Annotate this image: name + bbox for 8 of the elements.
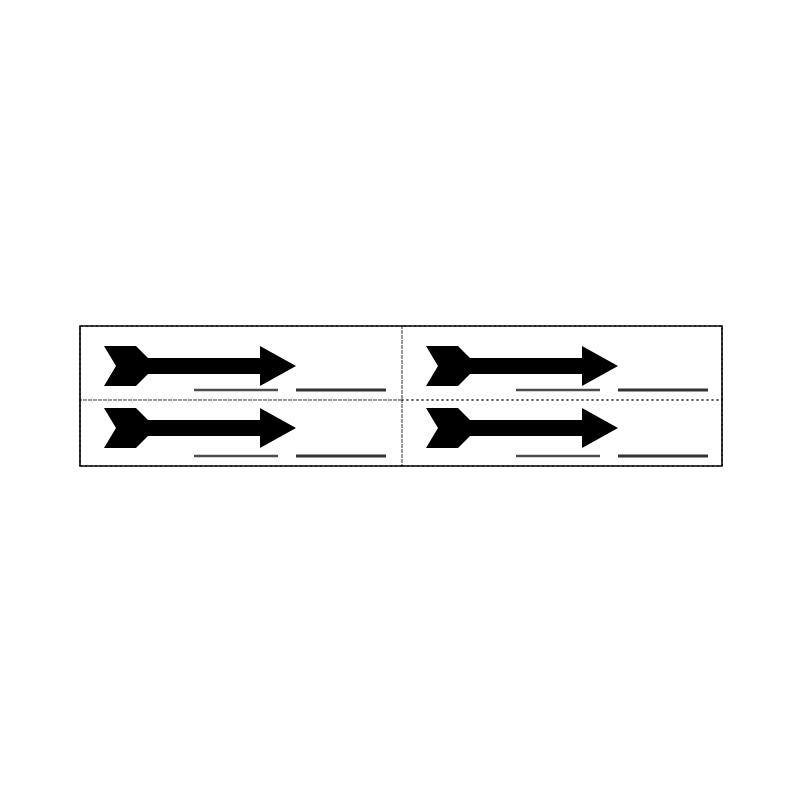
direction-arrow: [104, 408, 296, 448]
direction-arrow: [426, 408, 618, 448]
label-cell: [79, 399, 403, 467]
label-cell: [401, 325, 723, 401]
label-cell: [401, 399, 723, 467]
label-cell: [79, 325, 403, 401]
direction-arrow: [104, 346, 296, 386]
direction-arrow: [426, 346, 618, 386]
